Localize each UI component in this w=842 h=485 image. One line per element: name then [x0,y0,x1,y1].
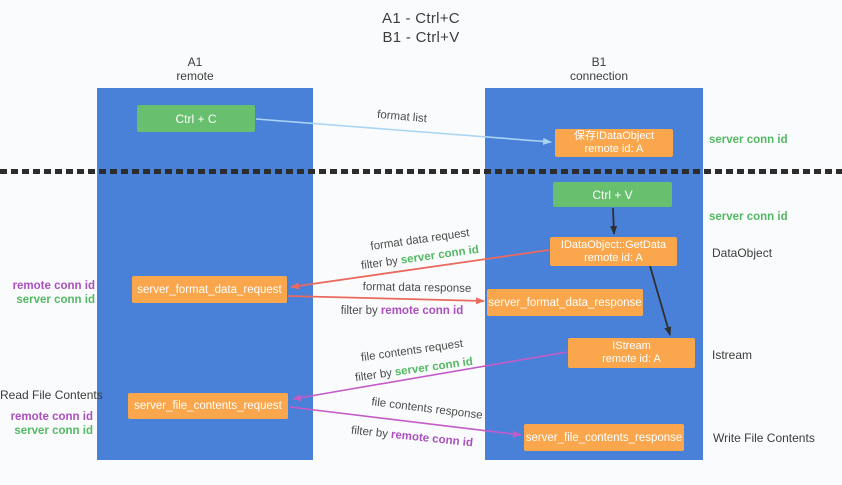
node-istream-title: IStream [612,340,651,352]
annotation-format-server-conn-id: server conn id [16,294,95,306]
annotation-read-file-contents: Read File Contents [0,388,103,402]
section-divider [0,169,842,174]
arrow-format-data-response [287,295,485,305]
node-istream-subtitle: remote id: A [602,353,661,365]
title-line-2: B1 - Ctrl+V [382,29,460,46]
annotation-write-file-contents: Write File Contents [713,431,815,445]
column-b1-header: B1 connection [539,55,659,83]
node-server-file-contents-request: server_file_contents_request [128,393,288,419]
node-server-file-contents-response: server_file_contents_response [524,424,684,451]
annotation-server-conn-id-top: server conn id [709,134,788,146]
arrow-ctrlv-to-getdata [610,207,618,235]
node-save-idataobject-title: 保存IDataObject [573,130,655,142]
column-b1-name: B1 [591,55,607,69]
arrow-file-contents-response [289,406,522,438]
filter-by-text: filter by [340,305,378,317]
column-b1-subtitle: connection [569,69,629,83]
annotation-format-conn-ids: remote conn id server conn id [0,279,95,307]
node-save-idataobject-subtitle: remote id: A [584,143,644,155]
annotation-server-conn-id-mid: server conn id [709,211,788,223]
arrow-file-contents-request [292,351,568,402]
node-save-idataobject: 保存IDataObject remote id: A [555,129,673,157]
arrow-format-data-request [290,249,550,290]
column-a1-name: A1 [187,55,203,69]
node-ctrl-c: Ctrl + C [137,105,255,132]
node-idataobject-getdata: IDataObject::GetData remote id: A [550,237,677,266]
label-format-data-response: format data response [362,281,472,295]
column-a1-header: A1 remote [135,55,255,83]
node-server-format-data-response: server_format_data_response [487,289,643,316]
column-a1-subtitle: remote [176,69,214,83]
node-istream: IStream remote id: A [568,338,695,368]
remote-conn-id-keyword: remote conn id [380,305,464,317]
node-getdata-title: IDataObject::GetData [560,238,667,251]
node-server-format-data-request: server_format_data_request [132,276,287,303]
annotation-file-remote-conn-id: remote conn id [10,411,93,423]
annotation-file-server-conn-id: server conn id [14,425,93,437]
annotation-format-remote-conn-id: remote conn id [12,280,95,292]
diagram-title: A1 - Ctrl+C B1 - Ctrl+V [0,9,842,47]
node-ctrl-v: Ctrl + V [553,182,672,207]
annotation-dataobject: DataObject [712,246,773,260]
arrow-format-list [255,118,552,145]
node-getdata-subtitle: remote id: A [584,251,643,264]
annotation-file-conn-ids: remote conn id server conn id [0,410,93,438]
arrow-getdata-to-istream [649,265,672,336]
title-line-1: A1 - Ctrl+C [382,10,460,27]
annotation-istream: Istream [712,348,753,362]
